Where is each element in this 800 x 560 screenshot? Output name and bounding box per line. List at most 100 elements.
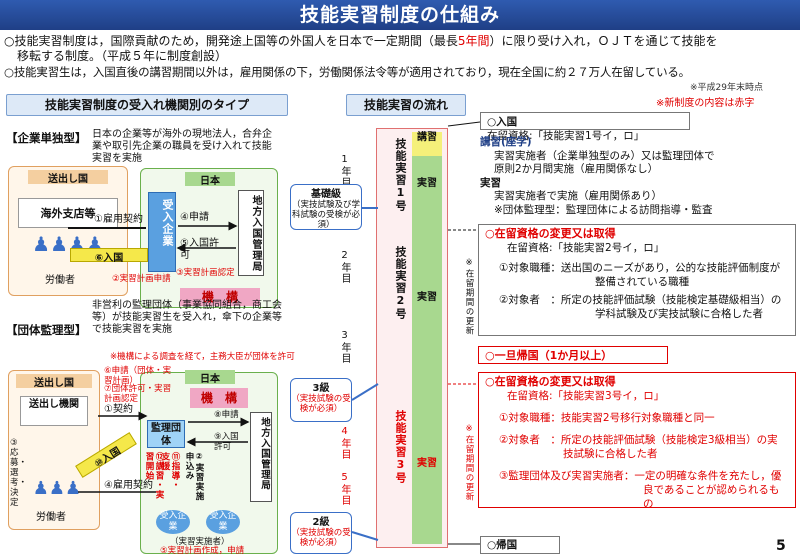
implementer-label: （実習実施者）: [170, 537, 230, 547]
lecture-cell: 講習: [412, 132, 442, 156]
intro-text: ○技能実習制度は，国際貢献のため，開発途上国等の外国人を日本で一定期間（最長: [4, 34, 458, 48]
year-label-3: 3年目: [339, 330, 350, 364]
status-change-2-box: ○在留資格の変更又は取得 在留資格:「技能実習2号イ，ロ」 ①対象職種：送出国の…: [478, 224, 796, 336]
group-type-label: 【団体監理型】: [6, 323, 87, 337]
final-return-box: ○帰国: [480, 536, 560, 554]
group-permit-note: ※機構による調査を経て，主務大臣が団体を許可: [110, 352, 295, 362]
practice-cell-2: 実習: [412, 228, 442, 384]
worker-label: 労働者: [45, 275, 75, 286]
group-worker-label: 労働者: [36, 512, 66, 523]
arrow-label-contract: ①契約: [104, 404, 133, 415]
arrow-label-plan-approve: ③実習計画認定: [176, 268, 235, 278]
intro-paragraph-2: ○技能実習生は，入国直後の講習期間以外は，雇用関係の下，労働関係法令等が適用され…: [4, 65, 690, 79]
level-basic-badge: 基礎級（実技試験及び学科試験の受検が必須）: [290, 184, 362, 230]
arrow-label-plan-apply: ②実習計画申請: [112, 274, 171, 284]
level-2-sub: （実技試験の受検が必須）: [291, 528, 351, 548]
sender-country-box: [8, 166, 128, 296]
status-change-3-item-3: ③監理団体及び実習実施者：一定の明確な条件を充たし，優: [499, 470, 782, 482]
training-level-1: 技能実習1号: [394, 138, 407, 212]
supervising-organization: 監理団体: [147, 420, 185, 448]
status-change-3-title: ○在留資格の変更又は取得: [485, 375, 616, 388]
japan-label: 日本: [185, 172, 235, 187]
group-organization-kikou: 機 構: [190, 388, 248, 408]
status-change-2-item-2b: 学科試験及び実技試験に合格した者: [595, 308, 763, 320]
status-change-3-item-3b: 良であることが認められるもの: [643, 484, 780, 510]
arrow-label-group-permit: ⑨入国許可: [214, 432, 239, 452]
entry-connector: [447, 121, 481, 127]
stay-renewal-2: ※在留期間の更新: [464, 424, 474, 502]
level-2-title: 2級: [312, 517, 330, 528]
year-label-1: 1年目: [339, 154, 350, 188]
accepting-company: 受入企業: [148, 192, 176, 272]
intro-text: 移転する制度。（平成５年に制度創設）: [17, 49, 228, 63]
flow-section-header: 技能実習の流れ: [346, 94, 466, 116]
practice-line-2: ※団体監理型：監理団体による訪問指導・監査: [494, 203, 713, 216]
level-3-badge: 3級（実技試験の受検が必須）: [290, 378, 352, 422]
lecture-heading: 講習(座学): [480, 136, 532, 148]
sending-agency: 送出し機関: [20, 396, 88, 426]
practice-cell-3: 実習: [412, 384, 442, 544]
level-2-badge: 2級（実技試験の受検が必須）: [290, 512, 352, 554]
overseas-branch: 海外支店等: [18, 198, 118, 228]
arrow-label-group-employment: ④雇用契約: [104, 480, 153, 491]
arrow-label-permit: ⑤入国許可: [180, 238, 219, 261]
status-change-2-item-2: ②対象者 ：所定の技能評価試験（技能検定基礎級相当）の: [499, 294, 782, 306]
corp-type-label: 【企業単独型】: [6, 131, 87, 145]
training-level-2: 技能実習2号: [394, 246, 407, 320]
status-change-3-item-2: ②対象者 ：所定の技能評価試験（技能検定3級相当）の実: [499, 434, 778, 446]
temporary-return-box: ○一旦帰国（1か月以上）: [478, 346, 668, 364]
lecture-line-1: 実習実施者（企業単独型のみ）又は監理団体で: [494, 149, 715, 162]
arrow-label-training-application: ②実習実施申込み: [184, 452, 204, 501]
status-change-3-item-1: ①対象職種：技能実習2号移行対象職種と同一: [499, 412, 715, 424]
group-workers-icon: ♟♟♟: [32, 478, 82, 499]
status-change-2-item-1: ①対象職種：送出国のニーズがあり，公的な技能評価制度が: [499, 262, 781, 274]
corp-type-desc: 日本の企業等が海外の現地法人，合弁企業や取引先企業の職員を受け入れて技能実習を実…: [92, 129, 272, 164]
arrow-label-group-apply2: ⑧申請: [214, 410, 239, 420]
date-note: ※平成29年末時点: [690, 83, 763, 93]
intro-highlight: 5年間: [457, 34, 490, 48]
arrow-entry: ⑥入国: [70, 248, 148, 264]
intro-paragraph-1: ○技能実習制度は，国際貢献のため，開発途上国等の外国人を日本で一定期間（最長5年…: [4, 34, 794, 64]
status-change-2-item-1b: 整備されている職種: [595, 276, 690, 288]
status-change-2-title: ○在留資格の変更又は取得: [485, 227, 616, 240]
arrow-label-selection: ③応募・選考・決定: [10, 438, 28, 508]
lv3-connector: [351, 383, 379, 401]
level-basic-title: 基礎級: [311, 189, 341, 200]
status-change-3-status: 在留資格:「技能実習3号イ，ロ」: [507, 390, 665, 402]
arrow-label-plan-create: ⑤実習計画作成，申請: [160, 546, 245, 556]
group-type-desc: 非営利の監理団体（事業協同組合，商工会等）が技能実習生を受入れ，傘下の企業等で技…: [92, 300, 282, 335]
arrow-label-group-approve: ⑦団体許可・実習計画認定: [104, 384, 172, 404]
stay-renewal-1: ※在留期間の更新: [464, 258, 474, 336]
sender-country-label: 送出し国: [28, 170, 108, 185]
accepting-company-1: 受入企業: [156, 510, 190, 534]
page-title: 技能実習制度の仕組み: [0, 0, 800, 30]
arrow-label-apply: ④申請: [180, 212, 209, 223]
group-sender-country-label: 送出し国: [16, 374, 92, 389]
year-label-4: 4年目: [339, 426, 350, 460]
organization-kikou: 機 構: [180, 288, 260, 306]
entry-box: ○入国 在留資格:「技能実習1号イ，ロ」: [480, 112, 690, 142]
status-change-3-item-2b: 技試験に合格した者: [563, 448, 658, 460]
group-regional-immigration-bureau: 地方入国管理局: [250, 412, 272, 502]
arrow-label-employment: ①雇用契約: [94, 214, 143, 225]
level-basic-sub: （実技試験及び学科試験の受検が必須）: [291, 200, 360, 230]
group-japan-label: 日本: [185, 370, 235, 385]
accepting-company-2: 受入企業: [206, 510, 240, 534]
arrow-label-training-start: ⑫講習・実習開始: [144, 452, 164, 500]
lv2-connector: [351, 531, 379, 541]
practice-heading: 実習: [480, 176, 501, 189]
arrow-label-group-apply: ⑥申請（団体・実習計画）: [104, 366, 172, 386]
page-number: 5: [776, 538, 786, 554]
year-label-2: 2年目: [339, 250, 350, 284]
year-label-5: 5年目: [339, 472, 350, 506]
intro-text: ）に限り受け入れ，ＯＪＴを通じて技能を: [489, 34, 718, 48]
lecture-description: 講習(座学) 実習実施者（企業単独型のみ）又は監理団体で 原則2か月間実施（雇用…: [480, 136, 790, 217]
left-section-header: 技能実習制度の受入れ機関別のタイプ: [6, 94, 288, 116]
practice-cell-1: 実習: [412, 156, 442, 228]
practice-line-1: 実習実施者で実施（雇用関係あり）: [494, 190, 662, 202]
lecture-line-2: 原則2か月間実施（雇用関係なし）: [494, 163, 659, 175]
status-change-3-box: ○在留資格の変更又は取得 在留資格:「技能実習3号イ，ロ」 ①対象職種：技能実習…: [478, 372, 796, 510]
regional-immigration-bureau: 地方入国管理局: [238, 190, 264, 276]
